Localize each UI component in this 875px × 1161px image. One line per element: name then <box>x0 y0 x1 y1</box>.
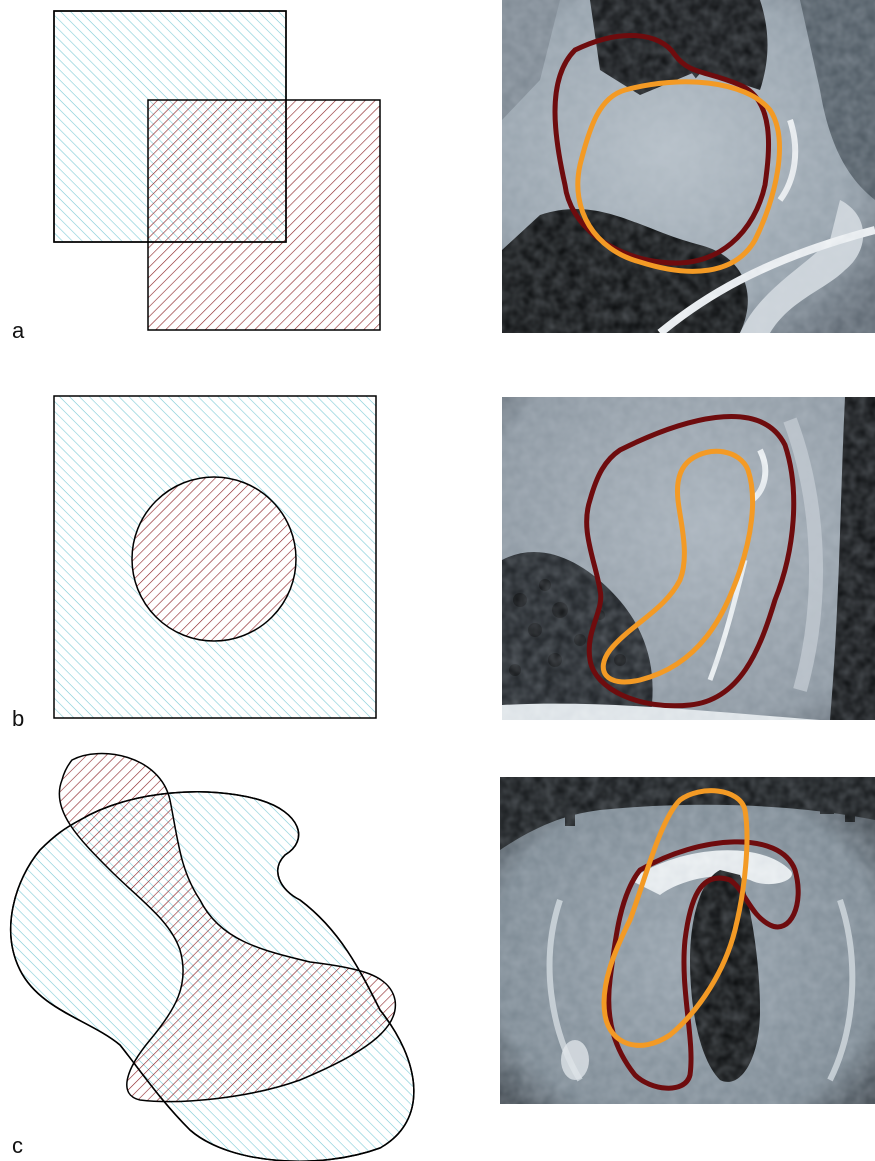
scan-image-a <box>502 0 875 333</box>
diagram-b <box>54 396 376 718</box>
diagram-a <box>54 11 380 330</box>
square-red-a <box>148 100 380 330</box>
diagram-c <box>11 753 414 1161</box>
scan-image-b <box>502 397 875 720</box>
scan-image-c <box>500 777 875 1104</box>
